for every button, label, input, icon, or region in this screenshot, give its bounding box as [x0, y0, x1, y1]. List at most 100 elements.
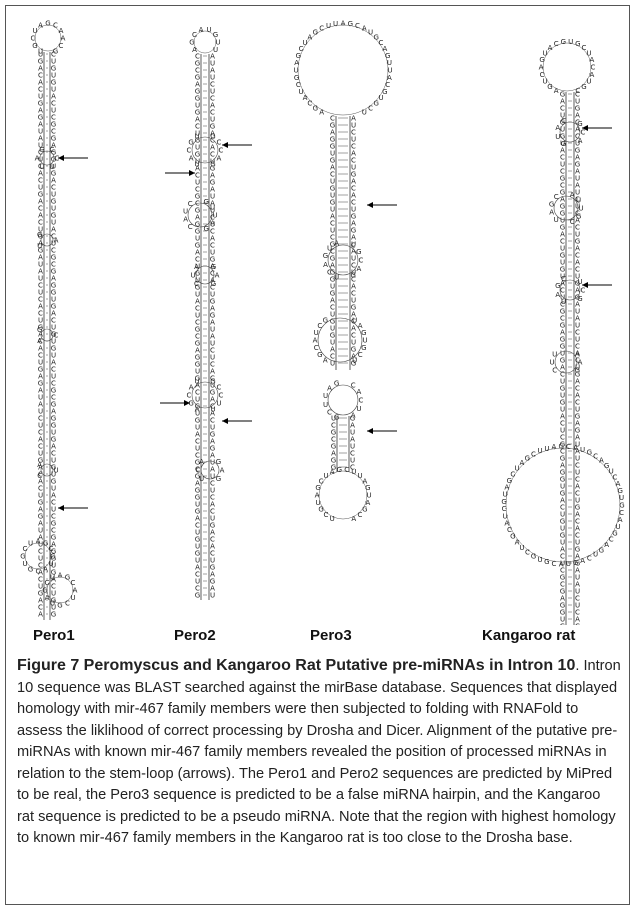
base-letter: A [351, 192, 356, 200]
base-letter: G [195, 592, 200, 600]
base-letter: U [195, 130, 200, 138]
base-letter: U [575, 469, 580, 477]
base-letter: C [575, 623, 580, 626]
base-letter: A [560, 497, 565, 505]
base-letter: U [38, 422, 43, 430]
base-letter: G [330, 199, 335, 207]
base-letter: G [38, 499, 43, 507]
base-letter: A [539, 64, 544, 72]
base-letter: U [28, 540, 33, 548]
base-letter: A [358, 322, 363, 330]
base-letter: G [373, 100, 378, 108]
base-letter: A [195, 81, 200, 89]
base-letter: C [575, 532, 580, 540]
base-letter: U [619, 494, 624, 502]
base-letter: U [327, 245, 332, 253]
base-letter: A [580, 557, 585, 565]
base-letter: A [362, 25, 367, 33]
base-letter: C [560, 448, 565, 456]
base-letter: C [195, 333, 200, 341]
base-letter: C [38, 86, 43, 94]
base-letter: U [50, 574, 55, 582]
base-letter: C [195, 53, 200, 61]
base-letter: A [210, 501, 215, 509]
base-letter: U [194, 160, 199, 168]
base-letter: A [38, 611, 43, 619]
base-letter: G [350, 271, 355, 279]
base-letter: A [210, 438, 215, 446]
base-letter: G [195, 242, 200, 250]
base-letter: U [575, 336, 580, 344]
base-letter: G [560, 623, 565, 626]
base-letter: G [51, 149, 56, 157]
base-letter: G [575, 294, 580, 302]
base-letter: U [351, 297, 356, 305]
base-letter: C [330, 171, 335, 179]
base-letter: C [575, 518, 580, 526]
base-letter: U [555, 133, 560, 141]
base-letter: G [53, 48, 58, 56]
base-letter: C [38, 576, 43, 584]
internal-loop [317, 317, 363, 363]
base-letter: C [575, 266, 580, 274]
base-letter: C [330, 304, 335, 312]
base-letter: U [330, 325, 335, 333]
base-letter: C [560, 182, 565, 190]
base-letter: G [351, 171, 356, 179]
base-letter: U [366, 492, 371, 500]
base-letter: U [519, 544, 524, 552]
base-letter: U [38, 156, 43, 164]
base-letter: C [51, 128, 56, 136]
base-letter: G [612, 529, 617, 537]
base-letter: A [323, 357, 328, 365]
base-letter: C [38, 219, 43, 227]
base-letter: G [57, 602, 62, 610]
base-letter: C [502, 505, 507, 513]
base-letter: U [575, 588, 580, 596]
base-letter: C [351, 185, 356, 193]
base-letter: G [577, 295, 582, 303]
base-letter: A [210, 410, 215, 418]
base-letter: G [51, 415, 56, 423]
base-letter: C [38, 177, 43, 185]
base-letter: C [575, 595, 580, 603]
base-letter: G [195, 361, 200, 369]
base-letter: G [203, 198, 208, 206]
base-letter: U [552, 350, 557, 358]
base-letter: G [51, 331, 56, 339]
base-letter: A [575, 392, 580, 400]
base-letter: G [575, 546, 580, 554]
base-letter: G [296, 52, 301, 60]
base-letter: G [317, 351, 322, 359]
base-letter: U [615, 523, 620, 531]
base-letter: U [51, 72, 56, 80]
base-letter: A [38, 436, 43, 444]
base-letter: U [38, 394, 43, 402]
base-letter: A [313, 337, 318, 345]
base-letter: G [560, 476, 565, 484]
base-letter: A [350, 422, 355, 430]
base-letter: G [51, 387, 56, 395]
base-letter: G [617, 487, 622, 495]
base-letter: C [195, 319, 200, 327]
base-letter: G [330, 255, 335, 263]
loop-backbone [46, 576, 74, 604]
base-letter: U [350, 457, 355, 465]
base-letter: A [38, 121, 43, 129]
base-letter: A [560, 231, 565, 239]
base-letter: G [560, 189, 565, 197]
base-letter: G [195, 270, 200, 278]
base-letter: A [554, 87, 559, 95]
base-letter: U [566, 560, 571, 568]
base-letter: C [51, 583, 56, 591]
base-letter: C [560, 287, 565, 295]
base-letter: A [575, 350, 580, 358]
base-letter: C [195, 452, 200, 460]
base-letter: A [575, 154, 580, 162]
base-letter: G [28, 566, 33, 574]
base-letter: C [210, 550, 215, 558]
base-letter: A [195, 382, 200, 390]
base-letter: U [37, 242, 42, 250]
base-letter: G [531, 553, 536, 561]
